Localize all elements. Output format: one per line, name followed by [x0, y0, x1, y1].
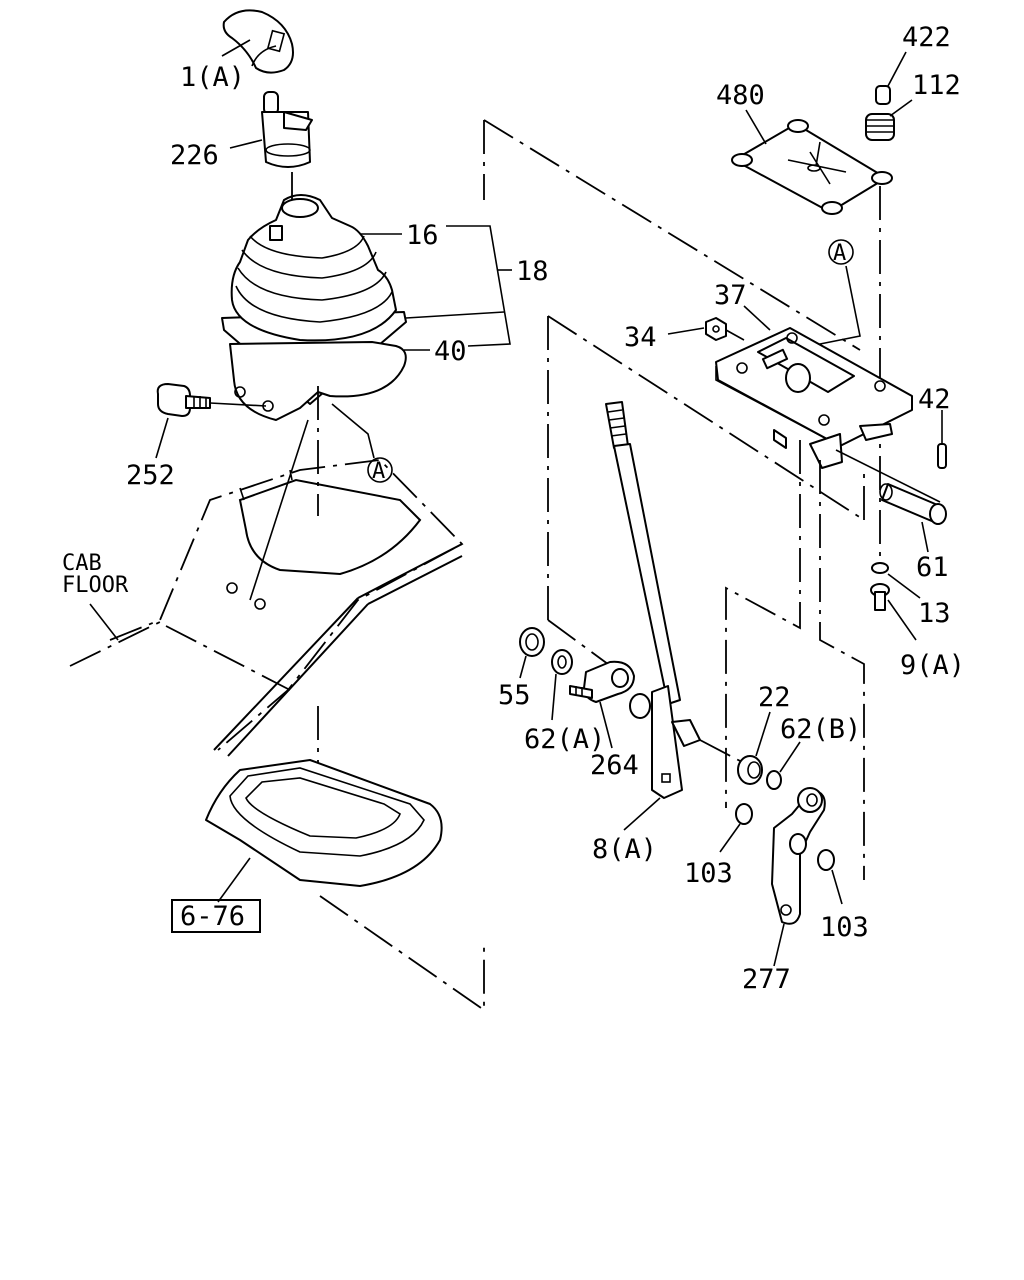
bracket-part	[715, 327, 913, 469]
leader-washer-62b	[779, 741, 801, 773]
callout-floor-1: CAB	[62, 551, 102, 576]
nut-part	[705, 317, 727, 341]
leader-ref-box	[217, 857, 251, 903]
callout-pin: 42	[918, 384, 951, 415]
leader-assembly	[446, 225, 511, 347]
callout-nut: 34	[624, 322, 657, 353]
frame-top-diag	[483, 119, 861, 351]
callout-boot: 16	[406, 220, 439, 251]
callout-washer-62b: 62(B)	[780, 714, 861, 745]
ref-a-left: A	[372, 459, 385, 484]
leader-link	[773, 923, 785, 967]
callout-screw: 9(A)	[900, 650, 965, 681]
leader-ref-left	[331, 403, 375, 459]
leader-nut-axis	[725, 329, 745, 341]
ref-circle-left	[367, 457, 393, 483]
bush-55-part	[519, 627, 545, 657]
frame-link-left	[725, 440, 801, 808]
boot-upper-part	[261, 91, 313, 168]
washer-part	[871, 562, 889, 574]
leader-floor-hole	[249, 419, 309, 601]
callout-cover: 480	[716, 80, 765, 111]
leader-cap	[887, 51, 907, 87]
leader-spring	[889, 99, 913, 117]
frame-bottom	[319, 895, 485, 1012]
leader-bolt-axis	[209, 402, 267, 407]
link-part	[771, 787, 826, 925]
leader-floor	[89, 603, 119, 641]
leader-shaft-axis	[835, 449, 941, 503]
callout-washer-62a: 62(A)	[524, 724, 605, 755]
callout-spring: 112	[912, 70, 961, 101]
callout-bolt: 252	[126, 460, 175, 491]
callout-floor-2: FLOOR	[62, 573, 129, 598]
callout-boot-upper: 226	[170, 140, 219, 171]
boot-part	[221, 194, 407, 405]
shaft-part	[879, 483, 947, 525]
ref-circle-right	[828, 239, 854, 265]
callout-joint: 264	[590, 750, 639, 781]
leader-lever	[623, 797, 661, 831]
joint-part	[569, 660, 635, 703]
leader-bush-55	[519, 655, 527, 679]
cover-part	[731, 119, 893, 215]
cap-part	[875, 85, 891, 105]
callout-assembly: 18	[516, 256, 549, 287]
frame-mid-bottom	[547, 619, 617, 671]
leader-boot-upper	[229, 139, 263, 149]
cab-floor	[69, 459, 464, 757]
leader-bolt	[155, 417, 169, 459]
washer-62b-part	[766, 770, 782, 790]
leader-bush-103a	[719, 823, 741, 853]
callout-shaft: 61	[916, 552, 949, 583]
bush-103a-part	[735, 803, 753, 825]
ref-a-right: A	[833, 241, 846, 266]
frame-mid-diag	[547, 315, 865, 521]
leader-assembly-2	[405, 311, 505, 319]
leader-bush-103b	[831, 869, 843, 905]
washer-62a-part	[551, 649, 573, 675]
screw-part	[870, 583, 890, 611]
callout-bush-103b: 103	[820, 912, 869, 943]
pin-part	[937, 443, 947, 469]
floor-seal-part	[205, 759, 443, 887]
leader-washer	[887, 573, 921, 599]
callout-bush-103a: 103	[684, 858, 733, 889]
lever-part	[605, 401, 701, 799]
callout-cap: 422	[902, 22, 951, 53]
axis-link	[699, 739, 743, 763]
leader-bracket	[743, 305, 771, 331]
spring-part	[865, 113, 895, 141]
callout-bush-55: 55	[498, 680, 531, 711]
callout-ref-box: 6-76	[180, 901, 245, 932]
callout-link: 277	[742, 964, 791, 995]
leader-shaft	[921, 521, 929, 553]
leader-bush-22	[755, 711, 771, 757]
callout-knob: 1(A)	[180, 62, 245, 93]
frame-link-right	[819, 460, 865, 880]
leader-nut	[667, 327, 705, 335]
leader-screw	[887, 599, 917, 641]
ref-box	[171, 899, 261, 933]
leader-knob	[221, 39, 251, 57]
callout-washer: 13	[918, 598, 951, 629]
knob-part	[222, 9, 294, 74]
bush-103b-part	[817, 849, 835, 871]
bush-22-part	[737, 755, 763, 785]
callout-bush-22: 22	[758, 682, 791, 713]
leader-cover	[745, 109, 767, 145]
callout-bracket: 37	[714, 280, 747, 311]
bolt-part	[156, 383, 211, 417]
callout-plate: 40	[434, 336, 467, 367]
callout-lever: 8(A)	[592, 834, 657, 865]
leader-joint	[599, 701, 613, 749]
leader-washer-62a	[551, 673, 557, 721]
